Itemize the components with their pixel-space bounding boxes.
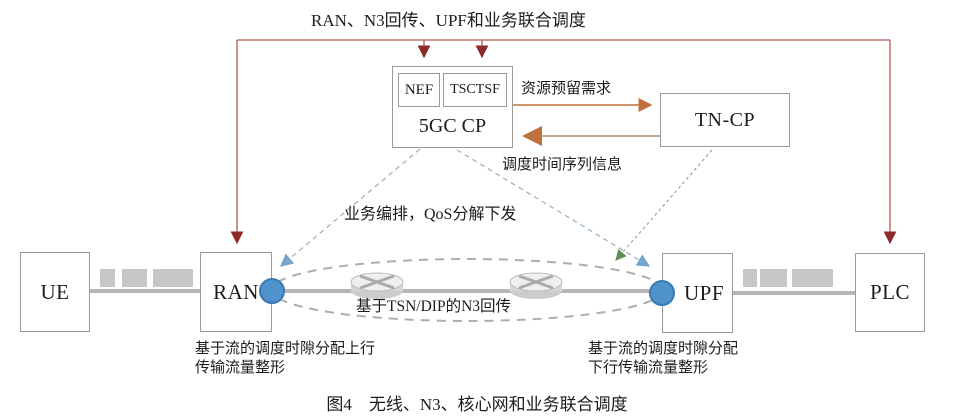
upf-shaping-note-line1: 基于流的调度时隙分配: [588, 341, 739, 357]
node-plc-label: PLC: [869, 280, 910, 304]
traffic-block: [760, 269, 787, 287]
service-orchestration-label: 业务编排，QoS分解下发: [344, 206, 517, 223]
traffic-block: [153, 269, 193, 287]
node-nef-label: NEF: [404, 81, 434, 98]
joint-scheduling-red-lines: [230, 39, 897, 245]
node-upf: UPF: [662, 253, 733, 333]
node-tn-cp-label: TN-CP: [694, 108, 756, 131]
figure-caption: 图4 无线、N3、核心网和业务联合调度: [326, 395, 628, 414]
upf-shaping-note: 基于流的调度时隙分配 下行传输流量整形: [588, 340, 738, 378]
ue-ran-link: [90, 269, 200, 293]
node-ue-label: UE: [40, 279, 70, 304]
node-ue: UE: [20, 252, 90, 332]
router-icon: [509, 272, 563, 299]
node-tn-cp: TN-CP: [660, 93, 790, 147]
node-tsctsf-label: TSCTSF: [450, 82, 500, 97]
n3-backhaul-label: 基于TSN/DIP的N3回传: [356, 298, 512, 315]
node-ran: RAN: [200, 252, 272, 332]
ran-shaping-note-line1: 基于流的调度时隙分配上行: [195, 341, 376, 357]
traffic-block: [122, 269, 147, 287]
node-upf-label: UPF: [683, 280, 724, 305]
traffic-block: [100, 269, 115, 287]
upf-plc-link: [733, 269, 855, 295]
node-ran-label: RAN: [213, 279, 259, 304]
node-5gc-cp-label: 5GC CP: [418, 115, 487, 137]
node-tsctsf: TSCTSF: [443, 73, 507, 107]
upf-shaping-note-line2: 下行传输流量整形: [588, 360, 709, 376]
ran-shaping-note-line2: 传输流量整形: [195, 360, 286, 376]
traffic-block: [792, 269, 833, 287]
scheduling-time-series-label: 调度时间序列信息: [502, 157, 623, 173]
node-nef: NEF: [398, 73, 440, 107]
node-plc: PLC: [855, 253, 925, 332]
ran-shaping-note: 基于流的调度时隙分配上行 传输流量整形: [195, 340, 375, 378]
traffic-block: [743, 269, 757, 287]
node-5gc-cp: NEF TSCTSF 5GC CP: [392, 66, 513, 148]
tncp-config-arrow-to-tunnel: [615, 149, 713, 261]
resource-reservation-label: 资源预留需求: [521, 81, 612, 97]
top-scheduling-label: RAN、N3回传、UPF和业务联合调度: [311, 11, 586, 30]
